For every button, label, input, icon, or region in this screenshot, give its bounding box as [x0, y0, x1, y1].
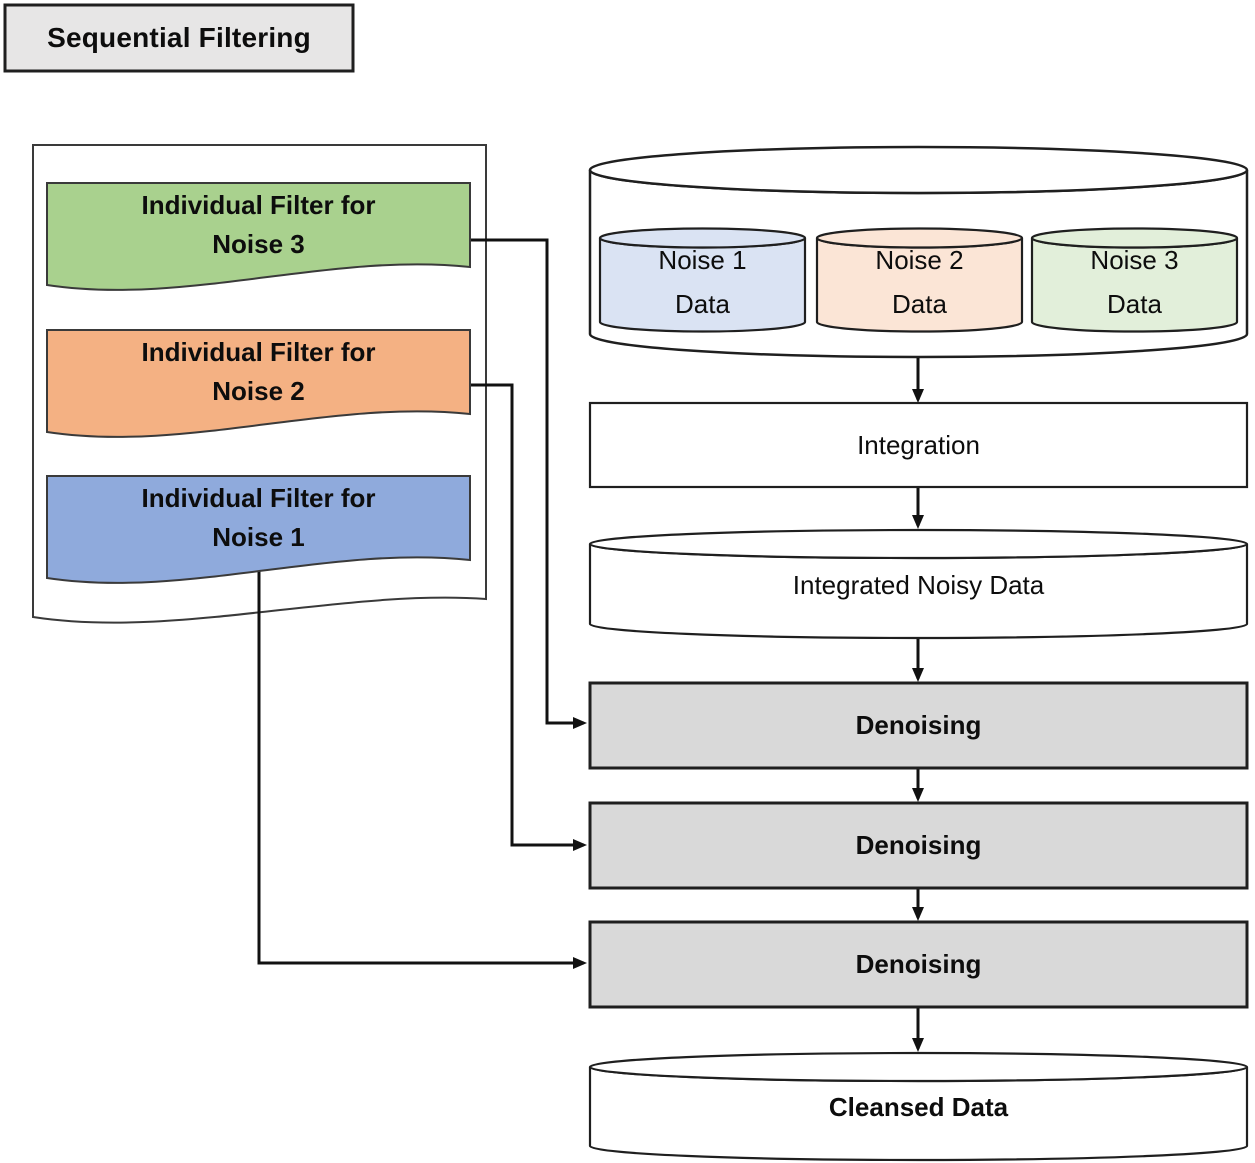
integration-box: [588, 401, 1249, 489]
label-line-1: Noise 2: [875, 244, 964, 275]
title-box: [3, 3, 355, 73]
noise2-data-label: Noise 2 Data: [817, 237, 1022, 327]
noise1-data-label: Noise 1 Data: [600, 237, 805, 327]
label-text: Denoising: [855, 830, 982, 860]
label-line-2: Data: [892, 289, 947, 319]
label-line-1: Individual Filter for: [141, 190, 376, 220]
label-line-1: Individual Filter for: [141, 483, 376, 513]
noise1-data-cylinder-top: [598, 227, 807, 249]
denoising3-box: [588, 920, 1249, 1009]
filter-noise3-shape: [46, 182, 471, 291]
label-line-2: Data: [1107, 289, 1162, 319]
denoising3-label: Denoising: [590, 922, 1247, 1007]
label-line-1: Noise 3: [1090, 244, 1179, 275]
filter-noise1-shape: [46, 475, 471, 584]
label-text: Integrated Noisy Data: [792, 570, 1045, 600]
filter-noise2-shape: [46, 329, 471, 438]
label-line-1: Individual Filter for: [141, 337, 376, 367]
denoising1-label: Denoising: [590, 683, 1247, 768]
label-line-2: Noise 1: [212, 522, 305, 552]
connector-noise1-to-denoising3: [257, 566, 587, 969]
filter-noise1-label: Individual Filter for Noise 1: [47, 476, 470, 560]
cleansed-data-label: Cleansed Data: [590, 1060, 1247, 1155]
noise3-data-label: Noise 3 Data: [1032, 237, 1237, 327]
integration-label: Integration: [590, 403, 1247, 487]
filter-noise2-label: Individual Filter for Noise 2: [47, 330, 470, 414]
noise2-data-cylinder-top: [815, 227, 1024, 249]
diagram-title: Sequential Filtering: [5, 5, 353, 71]
connector-noise3-to-denoising1: [470, 238, 587, 729]
label-text: Denoising: [855, 949, 982, 979]
label-line-1: Noise 1: [658, 244, 747, 275]
label-text: Integration: [857, 429, 980, 460]
label-line-2: Data: [675, 289, 730, 319]
source-database-cylinder-top: [588, 145, 1249, 195]
label-line-2: Noise 3: [212, 229, 305, 259]
filter-noise3-label: Individual Filter for Noise 3: [47, 183, 470, 267]
integrated-noisy-data-cylinder-top: [588, 528, 1249, 560]
noise3-data-cylinder-top: [1030, 227, 1239, 249]
diagram-title-text: Sequential Filtering: [47, 22, 311, 53]
denoising1-box: [588, 681, 1249, 770]
denoising2-box: [588, 801, 1249, 890]
label-text: Cleansed Data: [828, 1092, 1009, 1122]
label-line-2: Noise 2: [212, 376, 305, 406]
cleansed-data-cylinder-top: [588, 1051, 1249, 1083]
denoising2-label: Denoising: [590, 803, 1247, 888]
label-text: Denoising: [855, 710, 982, 740]
integrated-noisy-data-label: Integrated Noisy Data: [590, 538, 1247, 633]
connector-noise2-to-denoising2: [470, 383, 587, 851]
